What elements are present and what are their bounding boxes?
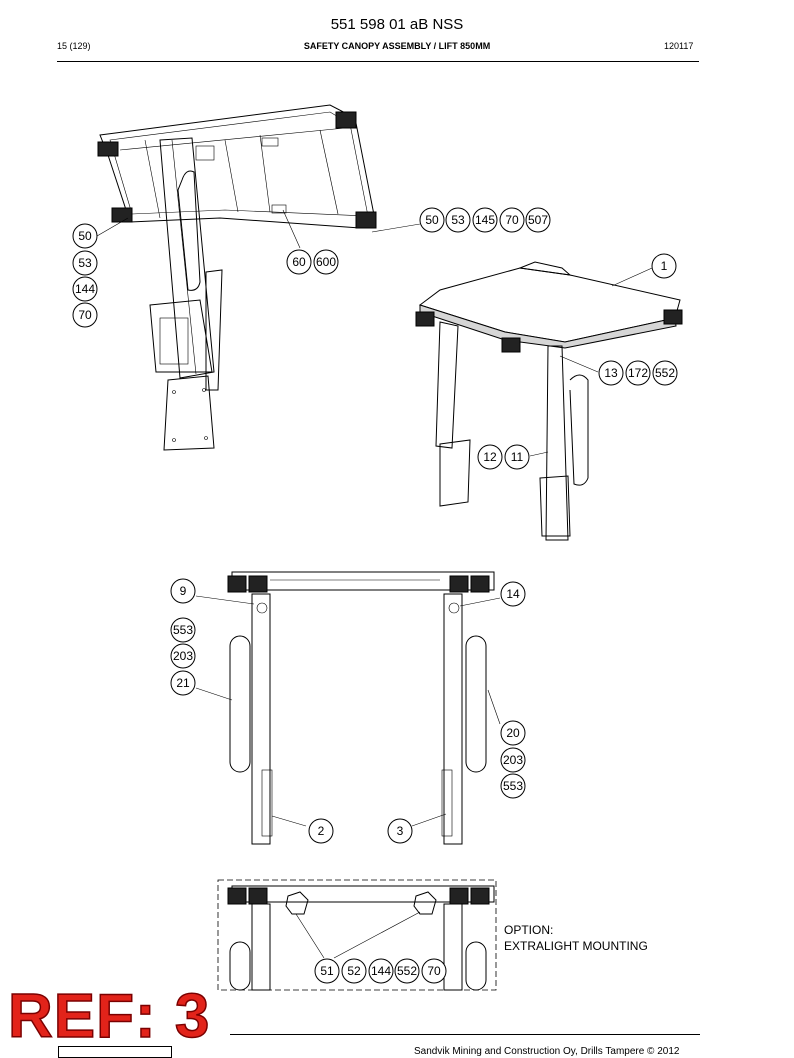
callout-600: 600 — [313, 249, 339, 275]
callout-70-left: 70 — [72, 302, 98, 328]
callout-21: 21 — [170, 670, 196, 696]
svg-text:553: 553 — [503, 779, 523, 793]
callout-553-right: 553 — [500, 773, 526, 799]
svg-text:12: 12 — [483, 450, 497, 464]
callout-50-left: 50 — [72, 223, 98, 249]
svg-text:50: 50 — [78, 229, 92, 243]
svg-text:50: 50 — [425, 213, 439, 227]
callout-50-top: 50 — [419, 207, 445, 233]
callout-552-top: 552 — [652, 360, 678, 386]
svg-text:70: 70 — [427, 964, 441, 978]
callout-53-left: 53 — [72, 250, 98, 276]
svg-text:203: 203 — [503, 753, 523, 767]
canopy-front-view — [227, 571, 495, 845]
svg-text:20: 20 — [506, 726, 520, 740]
svg-text:600: 600 — [316, 255, 336, 269]
svg-text:144: 144 — [371, 964, 391, 978]
callout-203-right: 203 — [500, 747, 526, 773]
svg-text:14: 14 — [506, 587, 520, 601]
svg-text:70: 70 — [505, 213, 519, 227]
svg-text:53: 53 — [78, 256, 92, 270]
callout-70-top: 70 — [499, 207, 525, 233]
extralight-option-view — [217, 879, 497, 991]
callout-144-left: 144 — [72, 276, 98, 302]
document-number: 551 598 01 aB NSS — [330, 16, 464, 33]
svg-text:507: 507 — [528, 213, 548, 227]
footer-divider — [230, 1034, 700, 1035]
page-reference: 15 (129) — [57, 41, 91, 51]
footer-copyright: Sandvik Mining and Construction Oy, Dril… — [414, 1046, 680, 1057]
callout-52: 52 — [341, 958, 367, 984]
svg-text:145: 145 — [475, 213, 495, 227]
svg-text:51: 51 — [320, 964, 334, 978]
callout-552-option: 552 — [394, 958, 420, 984]
callout-60: 60 — [286, 249, 312, 275]
header-divider — [57, 61, 699, 62]
ref-stamp: REF: 3 — [7, 982, 211, 1051]
svg-text:70: 70 — [78, 308, 92, 322]
svg-text:53: 53 — [451, 213, 465, 227]
callout-553-left: 553 — [170, 617, 196, 643]
svg-text:52: 52 — [347, 964, 361, 978]
page-title: SAFETY CANOPY ASSEMBLY / LIFT 850MM — [303, 41, 491, 51]
option-description: EXTRALIGHT MOUNTING — [504, 939, 648, 953]
leader-lines — [96, 209, 653, 959]
callout-51: 51 — [314, 958, 340, 984]
svg-text:3: 3 — [397, 824, 404, 838]
callout-14: 14 — [500, 581, 526, 607]
callout-20: 20 — [500, 720, 526, 746]
option-note: OPTION: EXTRALIGHT MOUNTING — [504, 922, 648, 954]
callout-144-option: 144 — [368, 958, 394, 984]
canopy-underside-view — [97, 104, 377, 451]
callout-70-option: 70 — [421, 958, 447, 984]
svg-text:2: 2 — [318, 824, 325, 838]
svg-text:144: 144 — [75, 282, 95, 296]
svg-text:9: 9 — [180, 584, 187, 598]
callout-11: 11 — [504, 444, 530, 470]
svg-text:203: 203 — [173, 649, 193, 663]
svg-text:552: 552 — [397, 964, 417, 978]
option-heading: OPTION: — [504, 923, 554, 937]
callout-13: 13 — [598, 360, 624, 386]
svg-text:552: 552 — [655, 366, 675, 380]
callout-1: 1 — [651, 253, 677, 279]
canopy-top-view — [415, 261, 683, 541]
callout-2: 2 — [308, 818, 334, 844]
callout-203-left: 203 — [170, 643, 196, 669]
svg-text:172: 172 — [628, 366, 648, 380]
svg-text:21: 21 — [176, 676, 190, 690]
svg-text:13: 13 — [604, 366, 618, 380]
callout-12: 12 — [477, 444, 503, 470]
svg-text:1: 1 — [661, 259, 668, 273]
callout-3: 3 — [387, 818, 413, 844]
svg-text:11: 11 — [511, 450, 524, 464]
svg-text:60: 60 — [292, 255, 306, 269]
callout-53-top: 53 — [445, 207, 471, 233]
callout-507: 507 — [525, 207, 551, 233]
svg-text:553: 553 — [173, 623, 193, 637]
callout-145: 145 — [472, 207, 498, 233]
callout-172: 172 — [625, 360, 651, 386]
document-date-code: 120117 — [664, 41, 694, 51]
callout-9: 9 — [170, 578, 196, 604]
